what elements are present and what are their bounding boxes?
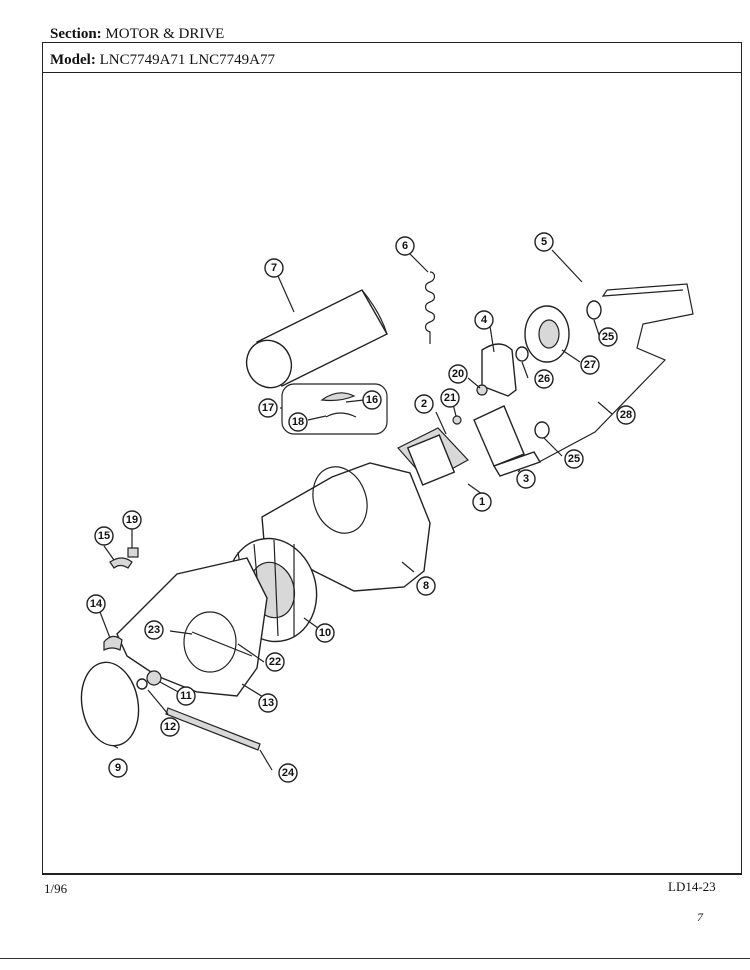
svg-text:10: 10 [319,627,331,639]
svg-text:24: 24 [282,767,295,779]
svg-text:25: 25 [568,453,580,465]
part-clip-group [281,383,388,435]
svg-text:14: 14 [90,598,103,610]
svg-text:27: 27 [584,359,596,371]
callout-28: 28 [616,405,636,425]
callout-4: 4 [474,310,494,330]
part-strip [165,707,261,751]
svg-text:2: 2 [421,398,427,410]
callout-3: 3 [516,469,536,489]
callout-11: 11 [176,686,196,706]
callout-17: 17 [258,398,278,418]
part-front-plate [116,557,268,697]
svg-text:19: 19 [126,514,138,526]
svg-text:6: 6 [402,240,408,252]
stray-mark: 7 [697,910,703,924]
callout-26: 26 [534,369,554,389]
model-value: LNC7749A71 LNC7749A77 [99,52,275,68]
part-idler-spring [424,271,436,344]
svg-text:4: 4 [481,314,488,326]
callout-14: 14 [86,594,106,614]
part-drive-motor [386,427,469,486]
part-motor-bracket [473,405,542,477]
scan-edge-line [0,958,750,959]
svg-text:1: 1 [479,496,485,508]
section-label: Section: [50,26,102,42]
callout-8: 8 [416,576,436,596]
callout-27: 27 [580,355,600,375]
callout-25-lower: 25 [564,449,584,469]
exploded-view-diagram: 1 2 3 4 5 6 7 8 9 10 11 12 13 14 15 16 1… [80,232,694,783]
section-value: MOTOR & DRIVE [105,26,225,42]
svg-text:5: 5 [541,236,547,248]
svg-text:9: 9 [115,762,121,774]
part-seal-clips [109,547,139,569]
part-drum-belt-rod [538,283,694,463]
callout-24: 24 [278,763,298,783]
svg-text:26: 26 [538,373,550,385]
svg-text:28: 28 [620,409,632,421]
callout-13: 13 [258,693,278,713]
svg-text:11: 11 [180,690,192,702]
callout-5: 5 [534,232,554,252]
svg-text:16: 16 [366,394,378,406]
svg-text:18: 18 [292,416,304,428]
callout-23: 23 [144,620,164,640]
part-seal-ring [80,661,140,747]
part-bearing [136,670,162,690]
callout-16: 16 [362,390,382,410]
svg-text:17: 17 [262,402,274,414]
callout-9: 9 [108,758,128,778]
svg-text:12: 12 [164,721,176,733]
svg-text:7: 7 [271,262,277,274]
part-duct-tube [245,289,388,389]
callout-7: 7 [264,258,284,278]
callout-18: 18 [288,412,308,432]
callout-6: 6 [395,236,415,256]
callout-2: 2 [414,394,434,414]
callout-19: 19 [122,510,142,530]
footer-divider [42,873,742,875]
svg-text:25: 25 [602,331,614,343]
part-drive-pulley [524,305,570,363]
section-line: Section: MOTOR & DRIVE [50,26,224,43]
svg-text:20: 20 [452,368,464,380]
svg-text:15: 15 [98,530,110,542]
model-divider [42,72,742,73]
model-label: Model: [50,52,96,68]
callout-15: 15 [94,526,114,546]
svg-text:23: 23 [148,624,160,636]
footer-page-code: LD14-23 [668,879,716,894]
callout-25-upper: 25 [598,327,618,347]
svg-text:22: 22 [269,656,281,668]
svg-text:21: 21 [444,392,456,404]
callout-1: 1 [472,492,492,512]
svg-text:13: 13 [262,697,274,709]
part-wheel-fasteners [191,631,253,657]
callout-21: 21 [440,388,460,408]
part-washers [515,300,602,439]
part-idler-arm [481,343,517,397]
callout-12: 12 [160,717,180,737]
model-line: Model: LNC7749A71 LNC7749A77 [50,52,275,69]
callout-20: 20 [448,364,468,384]
part-clamp [103,635,123,651]
callout-22: 22 [265,652,285,672]
footer-date: 1/96 [44,881,68,896]
svg-text:3: 3 [523,473,529,485]
callout-10: 10 [315,623,335,643]
svg-text:8: 8 [423,580,429,592]
